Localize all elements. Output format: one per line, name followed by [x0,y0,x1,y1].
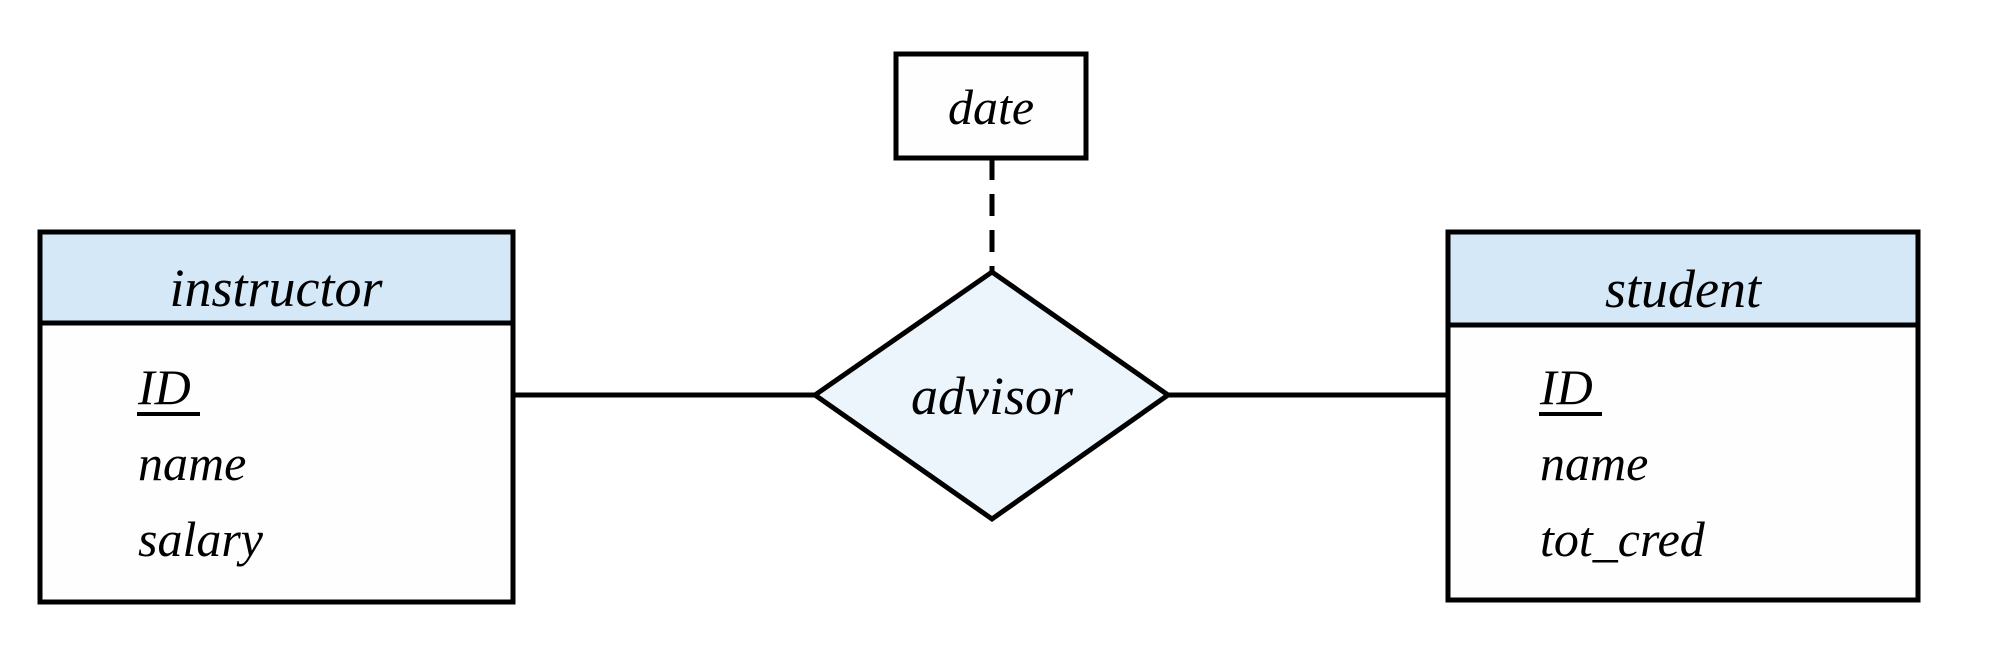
attribute-date[interactable]: date [893,51,1089,161]
entity-instructor-header-fill [42,234,511,323]
entity-instructor[interactable]: instructor ID name salary [37,229,516,605]
relationship-advisor-diamond [810,268,1173,523]
entity-student-attr-name: name [1540,435,1648,491]
attribute-date-box [893,51,1089,161]
entity-instructor-title: instructor [169,258,383,318]
entity-instructor-attr-name: name [138,435,246,491]
entity-student-header-fill [1450,234,1916,325]
relationship-advisor[interactable]: advisor [810,268,1173,523]
entity-instructor-attr-id: ID [137,359,191,415]
relationship-advisor-label: advisor [911,366,1074,426]
entity-instructor-attr-salary: salary [138,511,264,567]
entity-student-attr-tot-cred: tot_cred [1540,511,1706,567]
entity-student-title: student [1605,259,1763,319]
entity-student-attr-id: ID [1539,359,1593,415]
attribute-date-label: date [948,79,1034,135]
entity-student[interactable]: student ID name tot_cred [1445,229,1921,603]
